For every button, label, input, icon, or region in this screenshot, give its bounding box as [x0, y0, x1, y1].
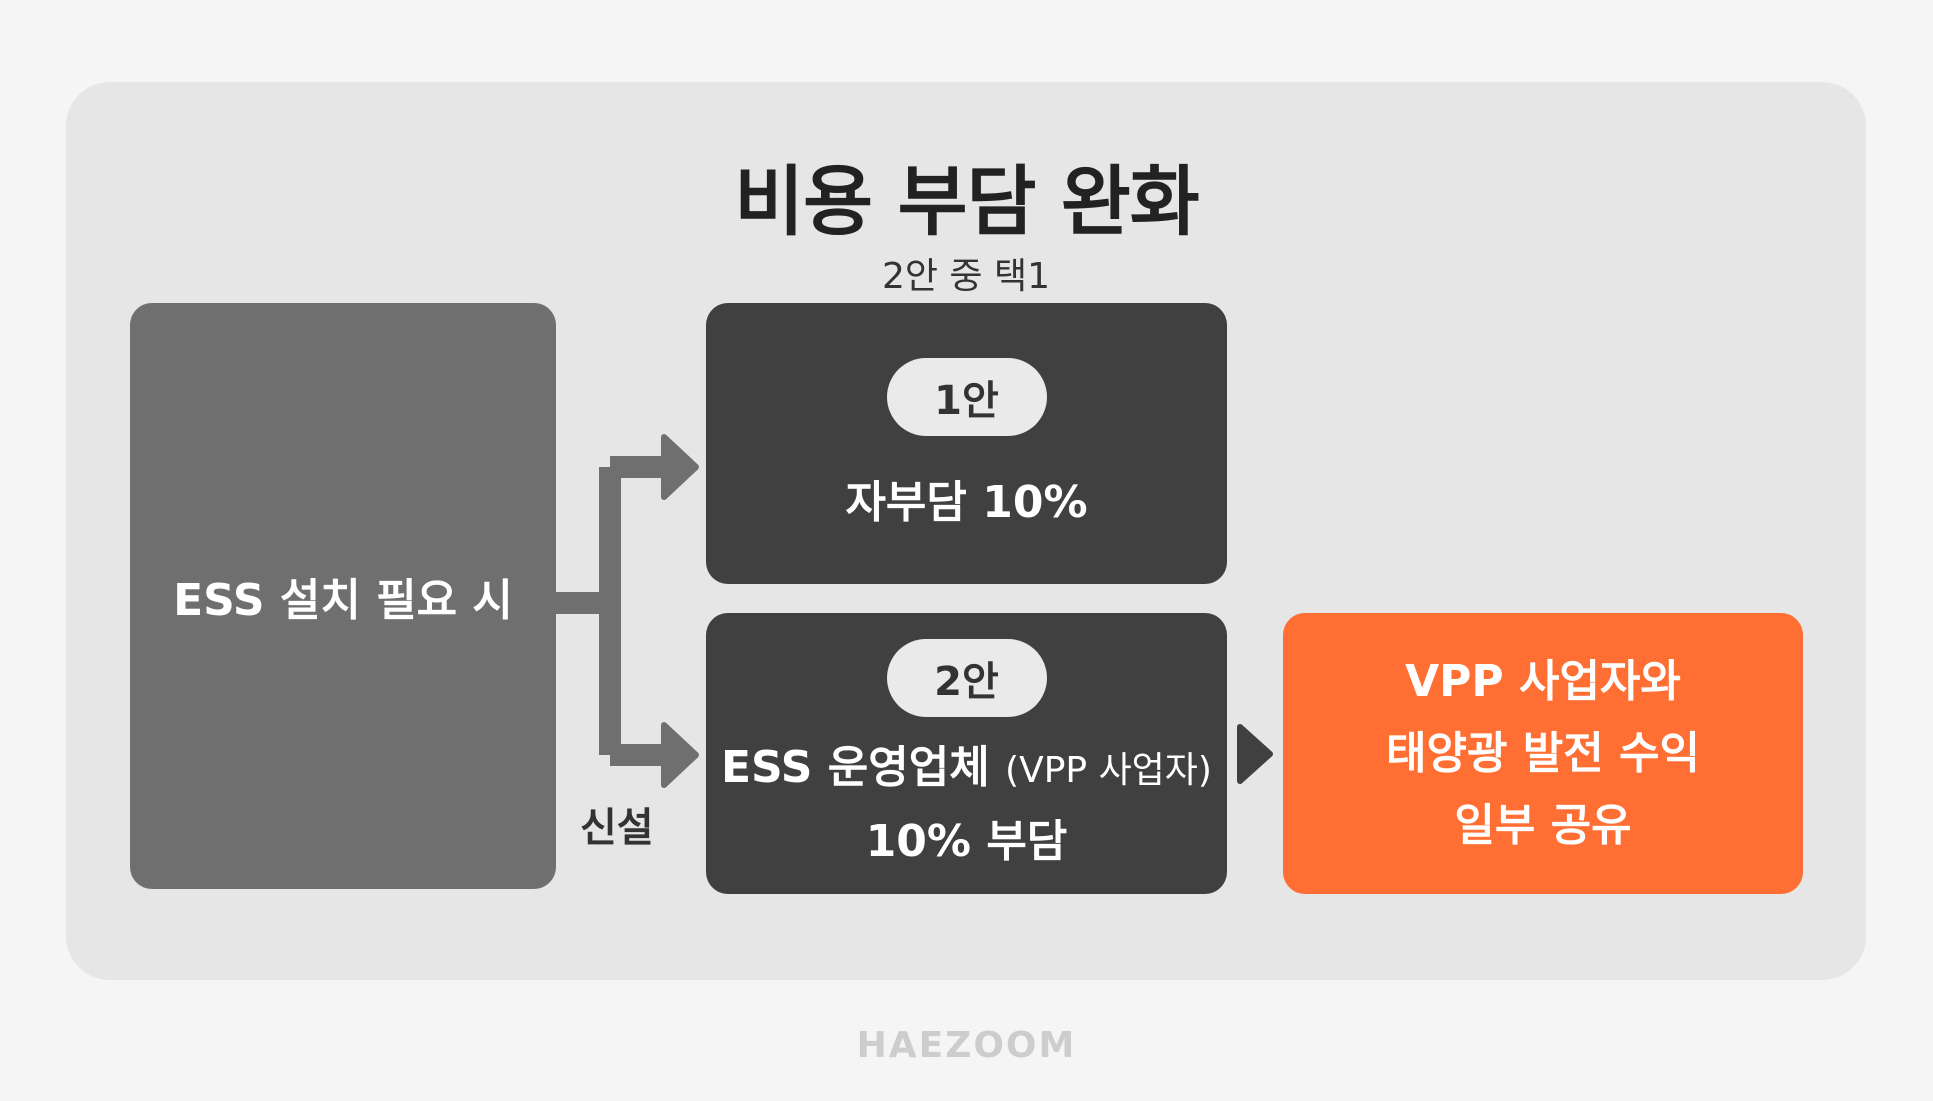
option2-main-text: ESS 운영업체: [721, 741, 990, 793]
option2-paren-text: (VPP 사업자): [1005, 749, 1212, 791]
option1-text: 자부담 10%: [845, 476, 1088, 528]
result-line: 태양광 발전 수익: [1386, 727, 1700, 779]
start-box: ESS 설치 필요 시: [130, 303, 556, 889]
option1-box: 1안 자부담 10%: [706, 303, 1227, 584]
arrow-to-option2: [661, 722, 699, 788]
option2-line1: ESS 운영업체 (VPP 사업자): [721, 731, 1212, 795]
arrow-to-result: [1237, 724, 1273, 784]
option2-line2: 10% 부담: [865, 815, 1068, 867]
option2-box: 2안 ESS 운영업체 (VPP 사업자) 10% 부담: [706, 613, 1227, 894]
diagram-subtitle: 2안 중 택1: [881, 256, 1051, 297]
result-line: VPP 사업자와: [1405, 655, 1681, 707]
result-box: VPP 사업자와 태양광 발전 수익 일부 공유: [1283, 613, 1803, 894]
diagram-title: 비용 부담 완화: [734, 157, 1199, 246]
branch-connector: [556, 456, 670, 766]
option1-badge: 1안: [886, 357, 1047, 436]
arrow-to-option1: [661, 434, 699, 500]
branch-label: 신설: [580, 805, 654, 851]
option2-badge: 2안: [886, 638, 1047, 717]
brand-logo: HAEZOOM: [856, 1025, 1077, 1066]
result-line: 일부 공유: [1454, 799, 1632, 851]
start-box-label: ESS 설치 필요 시: [173, 575, 513, 626]
